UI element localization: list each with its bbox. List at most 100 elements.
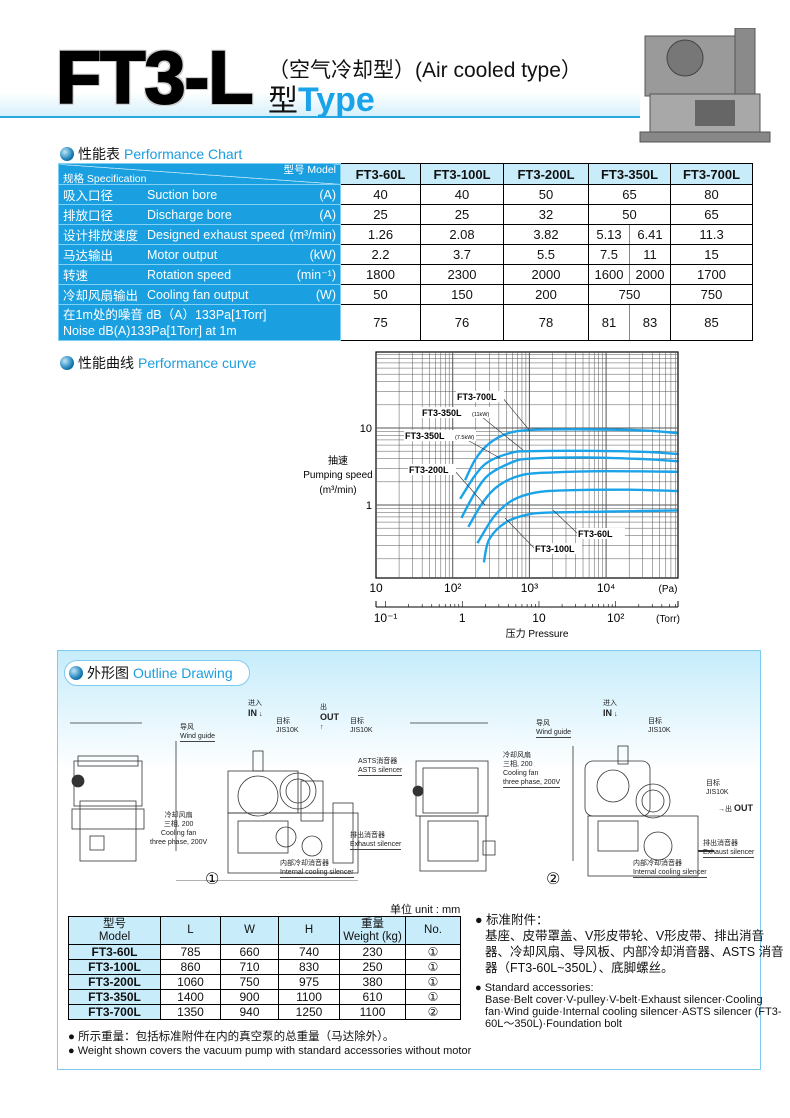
cell: 11.3 <box>670 224 754 245</box>
fan-en2: three phase, 200V <box>150 839 208 846</box>
curve-label: FT3-350L <box>422 408 462 418</box>
label-unit: (m³/min) <box>289 227 336 242</box>
noise-cn: 在1m处的噪音 dB（A）133Pa[1Torr] <box>63 307 267 322</box>
curve-label: FT3-350L <box>405 431 445 441</box>
x-tick-pa: 10 <box>369 581 383 595</box>
label-bg <box>421 407 493 418</box>
curve-label: FT3-700L <box>457 392 497 402</box>
label-unit: (kW) <box>309 247 336 262</box>
cell: ① <box>405 974 461 990</box>
label-unit: (A) <box>319 207 336 222</box>
in-cn: 进入 <box>603 700 617 707</box>
leader-line <box>504 517 536 550</box>
label-en: Cooling fan output <box>147 287 249 302</box>
outline-drawings <box>70 722 714 881</box>
cell: 25 <box>420 204 504 225</box>
in-en: IN <box>603 708 612 718</box>
fan-cn1: 冷却风扇 <box>164 812 193 819</box>
target-cn: 目标 <box>276 718 290 725</box>
type-en: Type <box>298 81 375 119</box>
accessories-cn: ● 标准附件：基座、皮带罩盖、V形皮带轮、V形皮带、排出消音器、冷却风扇、导风板… <box>475 912 787 976</box>
cell: FT3-100L <box>68 959 161 975</box>
label-unit: (A) <box>319 187 336 202</box>
curve-ft3-60l <box>482 509 678 563</box>
target-cn: 目标 <box>706 780 720 787</box>
cell: 2.08 <box>420 224 504 245</box>
cell: 940 <box>220 1004 279 1020</box>
jis: JIS10K <box>350 727 373 734</box>
cell: 975 <box>278 974 340 990</box>
model-header: FT3-200L <box>503 163 589 185</box>
cell: 40 <box>340 184 421 205</box>
cell: 2.2 <box>340 244 421 265</box>
drawing-2-front <box>572 745 714 877</box>
product-subtitle: （空气冷却型）(Air cooled type） <box>268 59 582 82</box>
product-photo <box>639 28 771 143</box>
x-tick-torr: 10 <box>532 611 546 625</box>
cell: 6.41 <box>628 224 672 245</box>
curve-ft3-350l-11kw- <box>459 449 678 500</box>
figure-1-number: ① <box>205 871 220 888</box>
asts-cn: ASTS消音器 <box>358 758 398 765</box>
out-en: OUT <box>733 803 753 813</box>
curve-ft3-350l-7-5kw- <box>460 456 678 519</box>
jis: JIS10K <box>706 789 729 796</box>
cell: 75 <box>340 304 421 341</box>
acc-cn-title: ● 标准附件： <box>475 913 549 927</box>
cell: 32 <box>503 204 589 225</box>
wt-en: Weight (kg) <box>343 930 402 943</box>
model-header: FT3-350L <box>587 163 672 185</box>
drawing-1-front <box>175 741 359 881</box>
cell: 3.82 <box>503 224 589 245</box>
curve-label-note: (11kW) <box>472 412 489 418</box>
cell: 25 <box>340 204 421 225</box>
cell: 83 <box>628 304 672 341</box>
cell: 1100 <box>339 1004 406 1020</box>
section-en: Performance curve <box>138 355 257 371</box>
wind-cn: 导风 <box>536 720 550 727</box>
curve-ft3-200l <box>467 469 678 528</box>
cell: 2000 <box>628 264 672 285</box>
out-cn: 出 <box>320 704 327 711</box>
acc-en-body: Base·Belt cover·V-pulley·V-belt·Exhaust … <box>485 994 782 1030</box>
cell: ① <box>405 944 461 960</box>
label-cn: 吸入口径 <box>63 189 114 203</box>
label-asts: ASTS消音器 ASTS silencer <box>358 757 403 776</box>
cell: 710 <box>220 959 279 975</box>
int-cn: 内部冷却消音器 <box>280 860 329 867</box>
cell: 1.26 <box>340 224 421 245</box>
cell: 230 <box>339 944 406 960</box>
bullet-icon <box>60 356 74 370</box>
cell: 1350 <box>160 1004 221 1020</box>
table-row-noise: 在1m处的噪音 dB（A）133Pa[1Torr]Noise dB(A)133P… <box>58 304 754 341</box>
section-en: Performance Chart <box>124 146 243 162</box>
wt-cn: 重量 <box>361 917 384 930</box>
cell: FT3-350L <box>68 989 161 1005</box>
cell: 50 <box>587 204 672 225</box>
accessories: ● 标准附件：基座、皮带罩盖、V形皮带轮、V形皮带、排出消音器、冷却风扇、导风板… <box>475 912 787 1030</box>
asts-en: ASTS silencer <box>358 767 403 774</box>
header-band <box>0 92 640 116</box>
x-tick-torr: 10² <box>607 611 624 625</box>
performance-curve-chart: FT3-700LFT3-350L(11kW)FT3-350L(7.5kW)FT3… <box>303 351 680 640</box>
cell: 740 <box>278 944 340 960</box>
cell: 85 <box>670 304 754 341</box>
